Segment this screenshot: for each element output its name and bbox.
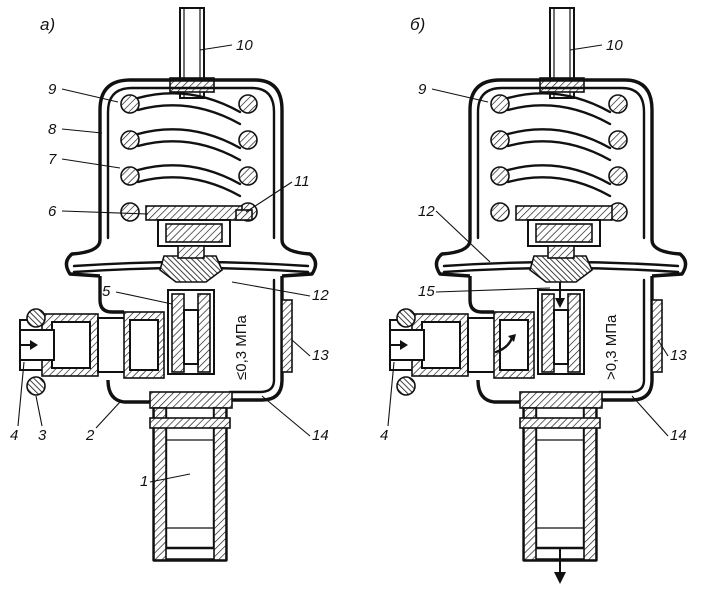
label-9: 9 — [418, 81, 427, 98]
callouts-a: 10 9 8 7 6 11 12 13 14 5 4 3 2 — [10, 37, 329, 490]
panel-a-pressure: ≤0,3 МПа — [233, 314, 250, 380]
label-6: 6 — [48, 203, 57, 220]
label-5: 5 — [102, 283, 111, 300]
label-4: 4 — [380, 427, 388, 444]
label-2: 2 — [85, 427, 95, 444]
label-9: 9 — [48, 81, 57, 98]
label-14: 14 — [312, 427, 329, 444]
label-4: 4 — [10, 427, 18, 444]
label-13: 13 — [312, 347, 329, 364]
panel-b-pressure: >0,3 МПа — [603, 314, 620, 380]
panel-b-letter: б) — [410, 15, 425, 34]
label-3: 3 — [38, 427, 47, 444]
callouts-b: 10 9 12 15 13 14 4 — [380, 37, 687, 444]
label-10: 10 — [236, 37, 253, 54]
panel-b: б) >0,3 МПа 10 9 12 15 13 14 4 — [380, 6, 687, 584]
label-14: 14 — [670, 427, 687, 444]
label-13: 13 — [670, 347, 687, 364]
panel-a-letter: а) — [40, 15, 55, 34]
label-7: 7 — [48, 151, 57, 168]
label-10: 10 — [606, 37, 623, 54]
label-1: 1 — [140, 473, 148, 490]
panel-a: а) ≤0,3 МПа 10 9 8 7 6 11 12 13 14 5 4 — [10, 6, 329, 562]
label-12: 12 — [418, 203, 435, 220]
label-15: 15 — [418, 283, 435, 300]
label-8: 8 — [48, 121, 57, 138]
label-12: 12 — [312, 287, 329, 304]
label-11: 11 — [294, 173, 310, 190]
